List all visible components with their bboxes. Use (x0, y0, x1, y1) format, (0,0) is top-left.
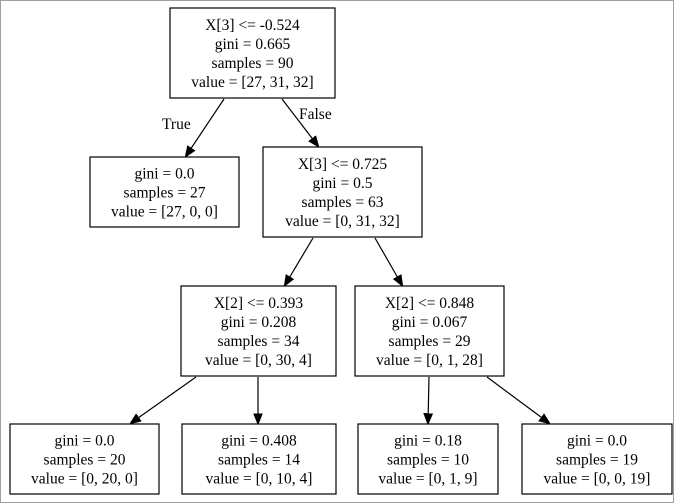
node-text-line: gini = 0.208 (221, 314, 297, 331)
edge-arrow-n3-n5 (131, 376, 197, 423)
edge-label: True (162, 116, 191, 133)
node-box (181, 423, 337, 495)
node-box (89, 156, 240, 228)
tree-node-n0: X[3] <= -0.524 gini = 0.665 samples = 90 va… (169, 7, 336, 99)
edge-arrow-n2-n3 (285, 237, 314, 285)
edge-arrow-n0-n2 (281, 98, 318, 146)
node-text-line: value = [0, 1, 9] (378, 470, 477, 487)
node-box (180, 285, 337, 377)
edge-arrow-n0-n1 (186, 98, 225, 156)
node-text-line: gini = 0.665 (215, 36, 291, 53)
node-box (521, 423, 673, 495)
node-text-line: samples = 27 (124, 184, 206, 201)
edge-arrow-n4-n8 (486, 376, 549, 423)
tree-node-n3: X[2] <= 0.393 gini = 0.208 samples = 34 val… (180, 285, 337, 377)
node-text-line: gini = 0.18 (394, 432, 462, 449)
edge-arrow-n2-n4 (374, 237, 402, 285)
node-text-line: X[3] <= 0.725 (298, 156, 388, 173)
node-box (357, 423, 499, 495)
node-text-line: gini = 0.0 (55, 432, 115, 449)
node-text-line: X[2] <= 0.393 (214, 295, 304, 312)
node-text-line: value = [0, 0, 19] (544, 470, 651, 487)
node-text-line: value = [27, 0, 0] (111, 203, 218, 220)
tree-node-n4: X[2] <= 0.848 gini = 0.067 samples = 29 val… (354, 285, 505, 377)
edge-arrow-n4-n7 (428, 376, 429, 423)
edge-label: False (299, 106, 332, 123)
node-box (262, 146, 423, 238)
node-text-line: value = [0, 1, 28] (376, 352, 483, 369)
node-text-line: gini = 0.5 (313, 175, 373, 192)
node-text-line: samples = 19 (556, 451, 638, 468)
node-text-line: value = [0, 20, 0] (31, 470, 138, 487)
node-text-line: value = [27, 31, 32] (191, 74, 313, 91)
node-text-line: samples = 34 (218, 333, 300, 350)
node-text-line: value = [0, 31, 32] (285, 213, 400, 230)
node-text-line: X[3] <= -0.524 (205, 17, 300, 34)
node-text-line: gini = 0.408 (221, 432, 297, 449)
node-text-line: gini = 0.0 (135, 165, 195, 182)
tree-node-n5: gini = 0.0 samples = 20 value = [0, 20, 0] (9, 423, 160, 495)
node-text-line: value = [0, 30, 4] (205, 352, 312, 369)
node-text-line: samples = 14 (218, 451, 300, 468)
tree-node-n6: gini = 0.408 samples = 14 value = [0, 10, … (181, 423, 337, 495)
node-text-line: gini = 0.0 (567, 432, 627, 449)
node-text-line: samples = 29 (389, 333, 471, 350)
node-text-line: samples = 63 (302, 194, 384, 211)
node-box (354, 285, 505, 377)
node-text-line: samples = 10 (387, 451, 469, 468)
node-box (9, 423, 160, 495)
node-text-line: samples = 90 (212, 55, 294, 72)
tree-node-n1: gini = 0.0 samples = 27 value = [27, 0, 0] (89, 156, 240, 228)
tree-node-n8: gini = 0.0 samples = 19 value = [0, 0, 19] (521, 423, 673, 495)
node-box (169, 7, 336, 99)
tree-node-n2: X[3] <= 0.725 gini = 0.5 samples = 63 value… (262, 146, 423, 238)
node-text-line: X[2] <= 0.848 (385, 295, 475, 312)
node-text-line: value = [0, 10, 4] (206, 470, 313, 487)
node-text-line: gini = 0.067 (392, 314, 468, 331)
tree-node-n7: gini = 0.18 samples = 10 value = [0, 1, 9] (357, 423, 499, 495)
node-text-line: samples = 20 (44, 451, 126, 468)
